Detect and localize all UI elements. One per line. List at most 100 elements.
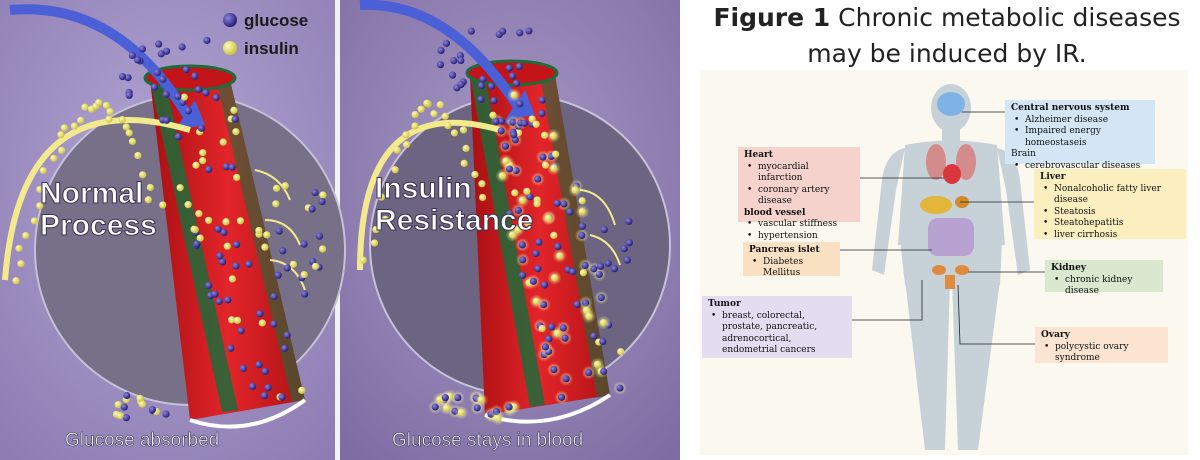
glucose-particle: [516, 29, 524, 37]
resistance-caption: Glucose stays in blood: [392, 430, 583, 451]
glucose-particle: [437, 46, 445, 55]
insulin-particle: [377, 193, 386, 201]
glucose-particle: [534, 265, 542, 273]
glucose-particle: [538, 96, 546, 104]
glucose-particle: [256, 310, 264, 318]
glucose-particle: [477, 95, 485, 103]
insulin-particle: [233, 316, 242, 324]
insulin-particle: [318, 245, 327, 253]
insulin-particle: [523, 187, 531, 195]
glucose-particle: [155, 40, 163, 48]
glucose-particle: [625, 239, 634, 247]
legend-glucose-label: glucose: [244, 11, 308, 30]
cns-item: Impaired energy homeostaseis: [1011, 126, 1149, 149]
insulin-resistance-title-line2: Resistance: [375, 204, 533, 237]
kidney-icon: [932, 265, 946, 275]
glucose-particle: [218, 258, 227, 266]
liver-item: Nonalcoholic fatty liver disease: [1040, 184, 1180, 207]
glucose-particle: [283, 264, 291, 272]
glucose-particle: [514, 206, 522, 214]
insulin-particle: [114, 400, 122, 409]
insulin-particle: [402, 131, 410, 139]
insulin-particle: [139, 171, 147, 179]
insulin-particle: [236, 217, 244, 225]
glucose-particle: [501, 142, 510, 150]
glucose-particle: [477, 82, 485, 90]
cns-box: Central nervous system Alzheimer disease…: [1005, 100, 1155, 172]
glucose-particle: [518, 271, 527, 279]
normal-process-title-line1: Normal: [40, 177, 143, 210]
human-body-silhouette: [872, 84, 1030, 450]
glucose-particle: [578, 231, 586, 240]
insulin-particle: [15, 244, 23, 252]
glucose-particle: [222, 163, 230, 171]
glucose-particle: [518, 241, 526, 249]
glucose-particle: [505, 403, 513, 411]
insulin-particle: [444, 122, 452, 130]
insulin-particle: [289, 260, 297, 268]
insulin-particle: [176, 184, 184, 192]
glucose-particle: [497, 127, 505, 135]
glucose-particle: [318, 197, 326, 206]
insulin-resistance-illustration: glucose insulin Normal Process Insulin R…: [0, 0, 680, 460]
insulin-particle: [550, 164, 558, 172]
glucose-particle: [597, 293, 605, 302]
glucose-particle: [540, 281, 549, 289]
pancreas-title: Pancreas islet: [749, 245, 820, 255]
insulin-particle: [228, 275, 236, 283]
insulin-particle: [617, 348, 625, 356]
insulin-particle: [423, 99, 431, 107]
glucose-particle: [182, 65, 190, 74]
glucose-particle: [620, 245, 628, 253]
glucose-particle: [134, 56, 142, 64]
glucose-particle: [596, 262, 605, 270]
particle-layer: [12, 27, 634, 426]
insulin-particle: [471, 170, 479, 179]
insulin-particle: [571, 186, 579, 194]
heart-icon: [943, 164, 961, 184]
insulin-particle: [281, 182, 289, 190]
glucose-particle: [561, 334, 569, 342]
glucose-particle: [436, 61, 445, 69]
insulin-particle: [489, 111, 497, 119]
insulin-particle: [550, 231, 558, 239]
glucose-particle: [600, 367, 608, 376]
glucose-particle: [159, 75, 167, 83]
insulin-particle: [232, 128, 240, 136]
glucose-particle: [599, 337, 607, 346]
insulin-particle: [204, 216, 213, 224]
glucose-particle: [315, 232, 324, 240]
glucose-particle: [581, 261, 589, 270]
insulin-flow-arrow-resistance: [357, 119, 501, 271]
insulin-particle: [457, 408, 465, 417]
glucose-particle: [214, 225, 222, 233]
insulin-particle: [263, 231, 271, 239]
glucose-particle: [194, 85, 203, 94]
figure-caption-text: Chronic metabolic diseases may be induce…: [807, 3, 1181, 68]
glucose-particle: [529, 277, 537, 285]
glucose-particle: [174, 133, 183, 141]
glucose-particle: [457, 80, 465, 89]
insulin-particle: [478, 180, 486, 188]
glucose-particle: [554, 242, 562, 251]
glucose-particle: [550, 365, 558, 374]
liver-item: Steatosis: [1040, 207, 1180, 219]
insulin-particle: [533, 200, 541, 208]
glucose-particle: [178, 43, 186, 51]
glucose-particle: [519, 256, 527, 264]
insulin-particle: [528, 115, 536, 123]
brain-icon: [937, 92, 965, 116]
insulin-legend-icon: [223, 41, 237, 55]
insulin-particle: [70, 122, 79, 130]
insulin-particle: [300, 270, 308, 279]
insulin-particle: [593, 360, 602, 368]
insulin-particle: [77, 116, 85, 124]
insulin-particle: [12, 277, 20, 285]
insulin-particle: [116, 412, 124, 420]
glucose-particle: [237, 327, 245, 335]
insulin-particle: [417, 105, 425, 113]
glucose-particle: [457, 56, 465, 65]
glucose-particle: [516, 100, 524, 108]
insulin-particle: [550, 274, 559, 282]
insulin-particle: [578, 197, 586, 205]
